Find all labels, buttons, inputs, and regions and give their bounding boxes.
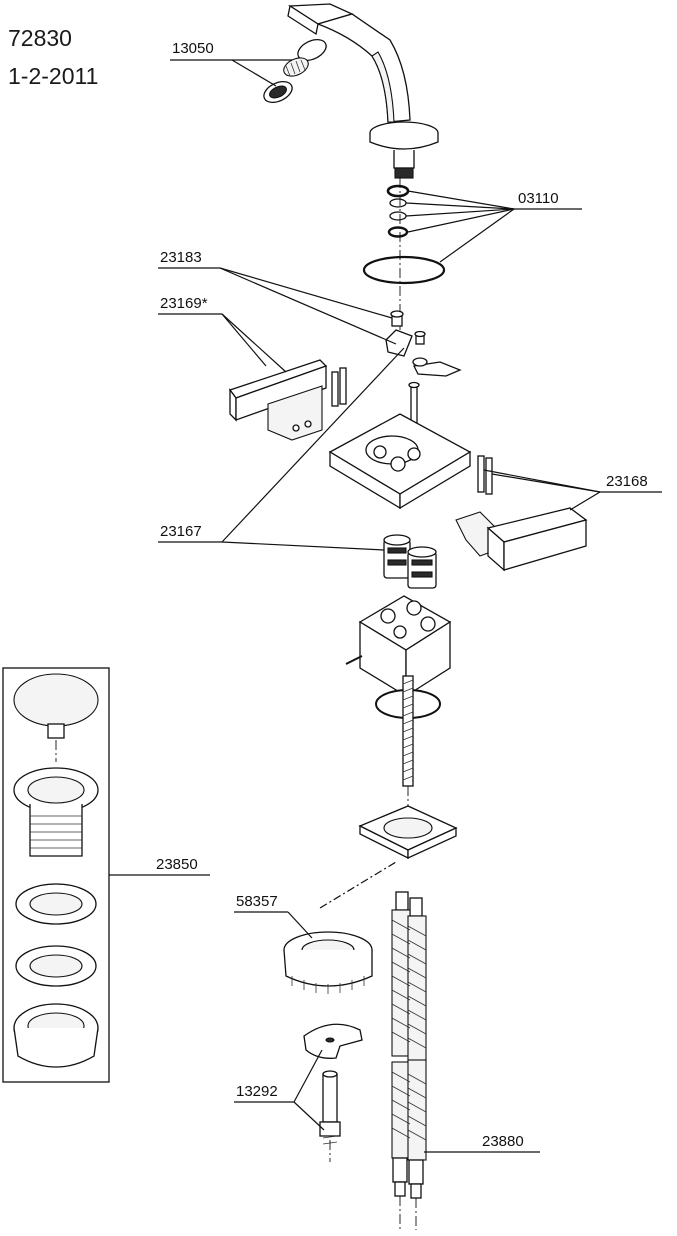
part-label-23168: 23168 xyxy=(606,473,648,490)
cartridge-drawing xyxy=(383,534,437,589)
part-label-23850: 23850 xyxy=(156,856,198,873)
flex-hose-drawing xyxy=(391,891,427,1199)
stud-drawing xyxy=(303,1023,363,1145)
drain-assembly-box xyxy=(2,667,110,1083)
part-label-03110: 03110 xyxy=(518,190,559,207)
part-label-23183: 23183 xyxy=(160,249,202,266)
part-label-58357: 58357 xyxy=(236,893,278,910)
handle-base-drawing xyxy=(328,413,472,510)
right-handle-drawing xyxy=(455,455,588,572)
part-label-13050: 13050 xyxy=(172,40,214,57)
revision-date: 1-2-2011 xyxy=(8,63,99,89)
part-label-13292: 13292 xyxy=(236,1083,278,1100)
o-ring-set-drawing xyxy=(362,184,446,285)
model-number: 72830 xyxy=(8,25,72,51)
part-label-23169: 23169* xyxy=(160,295,208,312)
screw-and-lever-drawing xyxy=(385,310,462,428)
part-label-23167: 23167 xyxy=(160,523,202,540)
lock-nut-drawing xyxy=(283,931,373,994)
spout-drawing xyxy=(287,3,439,179)
aerator-drawing xyxy=(263,39,327,103)
part-label-23880: 23880 xyxy=(482,1133,524,1150)
valve-body-drawing xyxy=(345,595,452,787)
mounting-plate-drawing xyxy=(358,805,458,860)
left-handle-drawing xyxy=(228,359,347,441)
